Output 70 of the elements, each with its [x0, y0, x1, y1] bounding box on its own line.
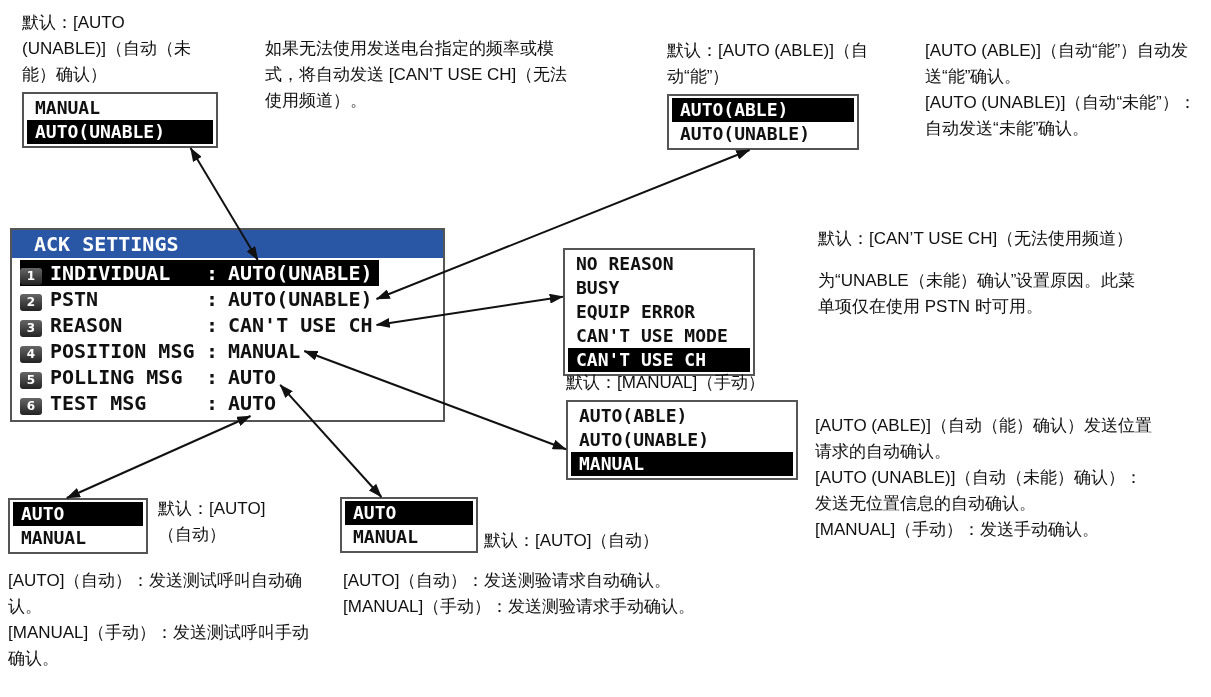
selected-option: AUTO — [345, 501, 473, 525]
menu-option: AUTO(UNABLE) — [571, 428, 793, 452]
menu-option: NO REASON — [568, 252, 750, 276]
description-text: [MANUAL]（手动）：发送测验请求手动确认。 — [343, 596, 697, 618]
double-arrow — [65, 415, 252, 499]
highlighted-menu-item — [20, 260, 206, 286]
number-badge: 1 — [20, 268, 42, 285]
separator-colon: : — [206, 339, 220, 363]
option-list — [8, 498, 148, 554]
setting-name: INDIVIDUAL — [50, 261, 171, 285]
separator-colon: : — [206, 313, 220, 337]
double-arrow — [375, 148, 751, 301]
description-text: [AUTO (ABLE)]（自动“能”）自动发送“能”确认。 — [925, 40, 1190, 88]
number-badge: 2 — [20, 294, 42, 311]
menu-option: BUSY — [568, 276, 750, 300]
default-caption: 默认：[AUTO (UNABLE)]（自动（未能）确认） — [22, 12, 193, 86]
value-text: AUTO — [228, 365, 277, 389]
setting-name: REASON — [50, 313, 123, 337]
default-caption: 默认：[CAN’T USE CH]（无法使用频道） — [818, 228, 1135, 250]
description-text: 为“UNABLE（未能）确认”设置原因。此菜单项仅在使用 PSTN 时可用。 — [818, 270, 1137, 318]
double-arrow — [189, 147, 259, 261]
description-text: [AUTO]（自动）：发送测试呼叫自动确认。 — [8, 570, 304, 618]
setting-name: POSITION MSG — [50, 339, 195, 363]
selected-option: AUTO(ABLE) — [672, 98, 854, 122]
separator-colon: : — [206, 287, 220, 311]
double-arrow — [303, 349, 567, 451]
selected-option: AUTO — [13, 502, 143, 526]
description-text: [MANUAL]（手动）：发送测试呼叫手动确认。 — [8, 622, 311, 670]
value-text: CAN'T USE CH — [228, 313, 373, 337]
number-badge: 5 — [20, 372, 42, 389]
menu-option: MANUAL — [13, 526, 143, 550]
menu-option: MANUAL — [27, 96, 213, 120]
setting-name: TEST MSG — [50, 391, 147, 415]
description-text: [AUTO (UNABLE)]（自动（未能）确认）：发送无位置信息的自动确认。 — [815, 467, 1144, 515]
description-text: [AUTO (ABLE)]（自动（能）确认）发送位置请求的自动确认。 — [815, 415, 1153, 463]
selected-option: MANUAL — [571, 452, 793, 476]
separator-colon: : — [206, 391, 220, 415]
title-bar: ACK SETTINGS — [12, 230, 443, 258]
note-text: 如果无法使用发送电台指定的频率或模式，将自动发送 [CAN'T USE CH]（无法使用频道）。 — [265, 38, 569, 112]
selected-option: AUTO(UNABLE) — [27, 120, 213, 144]
default-caption: 默认：[MANUAL]（手动） — [566, 372, 767, 394]
menu-option: AUTO(ABLE) — [571, 404, 793, 428]
double-arrow — [279, 383, 383, 498]
value-text: AUTO(UNABLE) — [228, 287, 373, 311]
number-badge: 3 — [20, 320, 42, 337]
menu-option: EQUIP ERROR — [568, 300, 750, 324]
option-list — [340, 497, 478, 553]
number-badge: 4 — [20, 346, 42, 363]
value-text: AUTO — [228, 391, 277, 415]
value-text: AUTO(UNABLE) — [228, 261, 373, 285]
default-caption: 默认：[AUTO (ABLE)]（自动“能”） — [667, 40, 869, 88]
description-text: [AUTO (UNABLE)]（自动“未能”）：自动发送“未能”确认。 — [925, 92, 1197, 140]
default-caption: 默认：[AUTO]（自动） — [484, 530, 661, 552]
menu-option: MANUAL — [345, 525, 473, 549]
setting-name: POLLING MSG — [50, 365, 183, 389]
description-text: [AUTO]（自动）：发送测验请求自动确认。 — [343, 570, 673, 592]
number-badge: 6 — [20, 398, 42, 415]
settings-menu — [10, 228, 445, 422]
description-text: [MANUAL]（手动）：发送手动确认。 — [815, 519, 1101, 541]
separator-colon: : — [206, 365, 220, 389]
value-text: MANUAL — [228, 339, 301, 363]
default-caption: 默认：[AUTO]（自动） — [158, 498, 267, 546]
setting-name: PSTN — [50, 287, 99, 311]
separator-colon: : — [206, 261, 220, 285]
option-popup — [566, 370, 798, 480]
menu-option: AUTO(UNABLE) — [672, 122, 854, 146]
menu-option: CAN'T USE MODE — [568, 324, 750, 348]
highlighted-setting-value — [206, 260, 379, 286]
double-arrow — [375, 293, 564, 329]
selected-option: CAN'T USE CH — [568, 348, 750, 372]
